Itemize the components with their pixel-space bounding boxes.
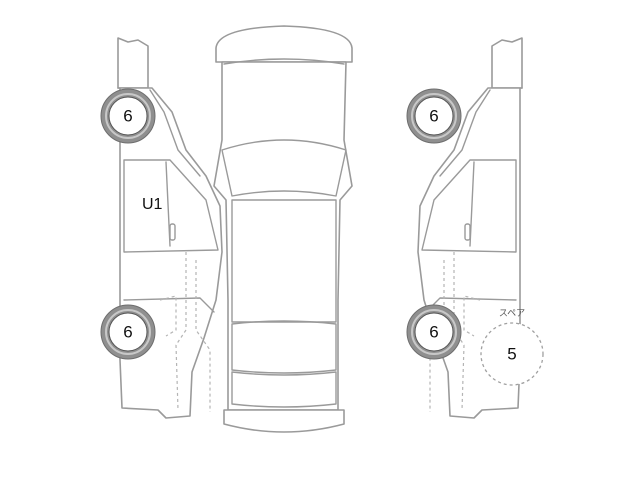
tire-front-right-value: 6 — [429, 107, 438, 126]
tire-rear-left-hub — [108, 312, 148, 352]
spare-tire[interactable]: スペア 5 — [480, 308, 544, 386]
tire-rear-right-value: 6 — [429, 323, 438, 342]
tire-rear-right-ring — [411, 309, 457, 355]
tire-front-left[interactable]: 6 — [100, 88, 156, 144]
tire-rear-left-value: 6 — [123, 323, 132, 342]
top-front-bumper — [215, 25, 353, 63]
right-roof-line — [439, 89, 491, 177]
tire-front-right-hub — [414, 96, 454, 136]
left-lower-line — [123, 297, 215, 313]
right-mirror — [491, 37, 523, 89]
top-hood-line — [223, 58, 345, 65]
spare-circle — [480, 322, 544, 386]
tire-rear-right-hub — [414, 312, 454, 352]
left-front-door — [123, 159, 219, 253]
top-rear-window — [231, 320, 337, 374]
top-view — [213, 25, 353, 433]
tire-front-right-ring — [411, 93, 457, 139]
tire-front-right[interactable]: 6 — [406, 88, 462, 144]
left-door-handle — [169, 223, 176, 241]
tire-rear-left-ring — [105, 309, 151, 355]
tire-front-left-value: 6 — [123, 107, 132, 126]
left-mirror — [117, 37, 149, 89]
top-body-outline — [213, 61, 353, 411]
tire-front-left-hub — [108, 96, 148, 136]
right-rear-door-dashed — [429, 252, 481, 412]
tire-rear-right[interactable]: 6 — [406, 304, 462, 360]
right-door-handle — [464, 223, 471, 241]
tire-front-left-ring — [105, 93, 151, 139]
damage-marker-left-door[interactable]: U1 — [142, 196, 163, 213]
tire-rear-left[interactable]: 6 — [100, 304, 156, 360]
top-roof — [231, 199, 337, 323]
spare-title: スペア — [499, 308, 525, 318]
left-roof-line — [149, 89, 201, 177]
right-front-door — [421, 159, 517, 253]
top-trunk — [231, 371, 337, 408]
top-rear-bumper — [223, 409, 345, 433]
spare-value: 5 — [507, 345, 516, 364]
top-windshield — [221, 139, 347, 197]
left-rear-door-dashed — [159, 252, 211, 412]
